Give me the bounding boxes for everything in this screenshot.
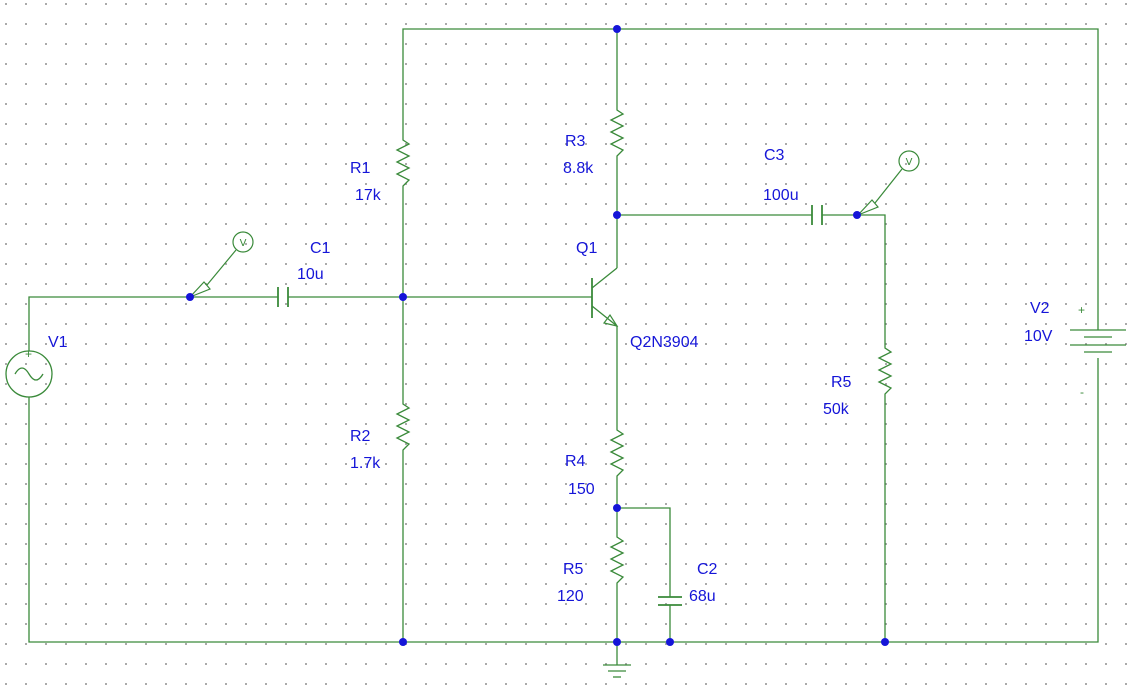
transistor-q1 [591, 267, 619, 327]
source-v1-circle [5, 350, 53, 398]
label-c1-ref: C1 [310, 240, 331, 257]
label-r1-value: 17k [355, 187, 381, 204]
voltage-probe-input[interactable]: V [189, 231, 254, 298]
label-r4-ref: R4 [565, 453, 586, 470]
junction-dot [186, 293, 194, 301]
battery-v2 [1070, 329, 1126, 353]
resistor-r1 [395, 138, 411, 188]
v2-minus-mark: - [1080, 385, 1084, 399]
label-r4-value: 150 [568, 481, 595, 498]
junction-dot [613, 211, 621, 219]
label-c2-value: 68u [689, 588, 716, 605]
wire-output [822, 214, 886, 345]
source-v1 [5, 350, 53, 398]
label-c2-ref: C2 [697, 561, 718, 578]
transistor-emitter-arrow [602, 313, 619, 327]
resistors [395, 108, 893, 588]
wire-c2-top [617, 507, 671, 597]
label-r5-load-value: 50k [823, 401, 849, 418]
wire-input [28, 296, 278, 351]
label-r3-value: 8.8k [563, 160, 594, 177]
label-r1-ref: R1 [350, 160, 371, 177]
label-c1-value: 10u [297, 266, 324, 283]
junctions [186, 25, 889, 646]
label-v1-ref: V1 [48, 334, 68, 351]
probe-output-label: V [906, 157, 913, 168]
wire-top-rail [402, 28, 1099, 330]
junction-dot [399, 293, 407, 301]
v2-plus-mark: + [1078, 303, 1086, 317]
resistor-r4 [609, 428, 625, 480]
label-v2-value: 10V [1024, 328, 1053, 345]
capacitors [277, 205, 823, 606]
voltage-probe-output[interactable]: V [857, 150, 920, 216]
transistor-collector-lead [591, 267, 618, 289]
label-r5-emitter-ref: R5 [563, 561, 584, 578]
junction-dot [881, 638, 889, 646]
label-v2-ref: V2 [1030, 300, 1050, 317]
v1-plus-mark: + [25, 347, 33, 361]
resistor-r5-emitter [609, 535, 625, 588]
junction-dot [613, 25, 621, 33]
transistor-emitter-lead [591, 305, 618, 327]
label-r5-emitter-value: 120 [557, 588, 584, 605]
sine-wave-icon [14, 367, 44, 381]
junction-dot [613, 504, 621, 512]
label-r2-ref: R2 [350, 428, 371, 445]
junction-dot [399, 638, 407, 646]
resistor-r2 [395, 402, 411, 452]
wire-ground-rail [28, 358, 1099, 643]
ground-icon [603, 664, 631, 678]
label-r5-load-ref: R5 [831, 374, 852, 391]
label-q1-ref: Q1 [576, 240, 598, 257]
probe-input-label: V [240, 238, 247, 249]
label-c3-value: 100u [763, 187, 799, 204]
label-c3-ref: C3 [764, 147, 785, 164]
resistor-r5-load [877, 345, 893, 398]
label-r2-value: 1.7k [350, 455, 381, 472]
junction-dot [853, 211, 861, 219]
resistor-r3 [609, 108, 625, 158]
label-q1-value: Q2N3904 [630, 334, 699, 351]
junction-dot [613, 638, 621, 646]
label-r3-ref: R3 [565, 133, 586, 150]
junction-dot [666, 638, 674, 646]
